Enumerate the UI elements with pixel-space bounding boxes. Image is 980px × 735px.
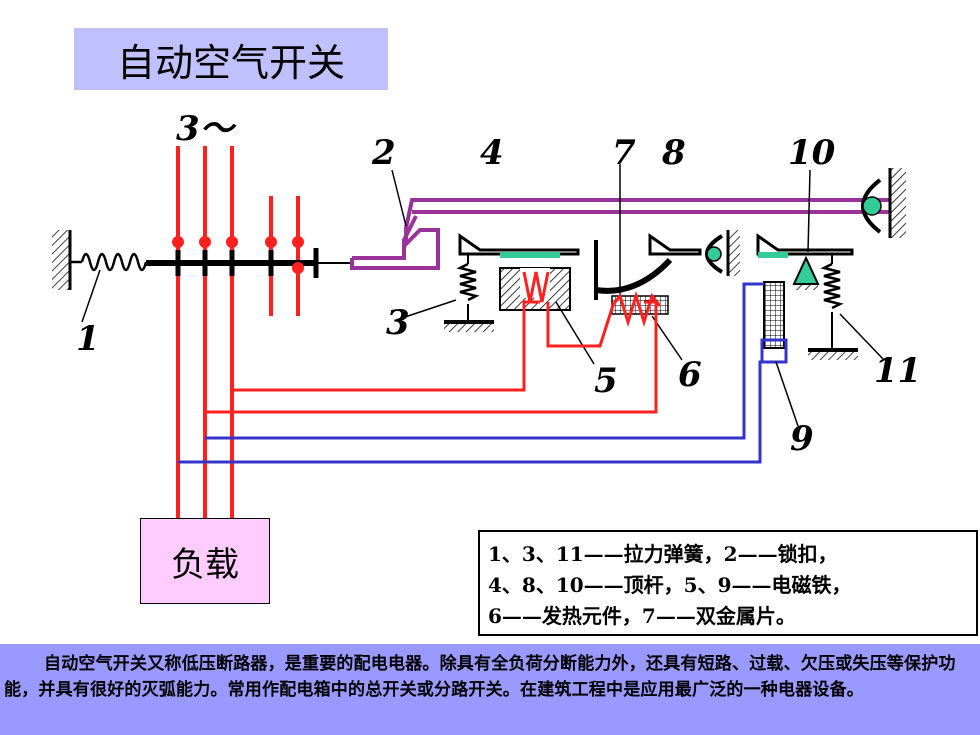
red-control-wires xyxy=(205,300,658,414)
part-number-4: 4 xyxy=(480,133,504,173)
phase-label: 3～ xyxy=(176,109,237,149)
phase-wires xyxy=(176,146,300,520)
heater-6 xyxy=(610,290,683,361)
legend-line: 4、8、10——顶杆，5、9——电磁铁， xyxy=(488,573,852,597)
push-rod-10 xyxy=(756,169,885,361)
legend-line: 1、3、11——拉力弹簧，2——锁扣， xyxy=(488,542,838,566)
part-number-7: 7 xyxy=(612,133,636,173)
part-number-2: 2 xyxy=(371,133,396,173)
part-number-3: 3 xyxy=(386,303,410,343)
part-number-9: 9 xyxy=(790,419,814,459)
electromagnet-9 xyxy=(760,281,799,427)
main-contact-bar xyxy=(146,248,352,278)
part-number-6: 6 xyxy=(678,355,702,395)
blue-control-wires xyxy=(178,282,764,464)
latch-2 xyxy=(350,198,890,270)
circuit-breaker-diagram: 3～ xyxy=(52,109,921,520)
description-text: 自动空气开关又称低压断路器，是重要的配电电器。除具有全负荷分断能力外，还具有短路… xyxy=(0,644,980,735)
push-rod-8 xyxy=(648,230,740,276)
push-rod-4 xyxy=(395,233,580,332)
spring-1 xyxy=(52,230,148,323)
page-title: 自动空气开关 xyxy=(74,28,388,90)
part-number-1: 1 xyxy=(76,319,100,359)
bimetal-7 xyxy=(594,164,673,300)
part-number-5: 5 xyxy=(594,361,618,401)
part-number-10: 10 xyxy=(788,133,836,173)
contact-dots xyxy=(172,236,304,274)
load-box: 负载 xyxy=(140,518,270,604)
part-number-11: 11 xyxy=(874,351,921,391)
legend-box: 1、3、11——拉力弹簧，2——锁扣， 4、8、10——顶杆，5、9——电磁铁，… xyxy=(478,530,978,636)
part-number-8: 8 xyxy=(661,133,686,173)
legend-line: 6——发热元件，7——双金属片。 xyxy=(488,604,796,628)
right-roller xyxy=(861,168,906,238)
